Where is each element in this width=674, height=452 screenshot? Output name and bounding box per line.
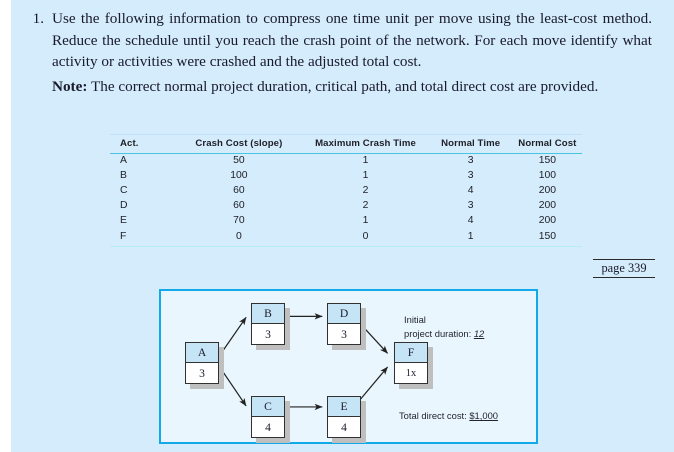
cell-normal-time: 4 — [467, 215, 474, 227]
cell-normal-cost: 200 — [538, 185, 557, 197]
node-duration: 4 — [252, 417, 284, 437]
node-box: C 4 — [251, 396, 285, 438]
th-act: Act. — [110, 134, 176, 154]
annotation-duration-line2: project duration: 12 — [404, 327, 484, 341]
annotation-duration-line1: Initial — [404, 314, 426, 325]
node-box: E 4 — [327, 396, 361, 438]
node-label: A — [186, 343, 218, 363]
cell-act: A — [120, 155, 127, 167]
question-block: 1. Use the following information to comp… — [22, 8, 652, 97]
diagram-node-e: E 4 — [327, 396, 366, 443]
table-head: Act. Crash Cost (slope) Maximum Crash Ti… — [110, 134, 582, 154]
page-marker: page 339 — [593, 259, 655, 278]
cell-max-crash-time: 1 — [362, 215, 369, 227]
node-box: A 3 — [185, 342, 219, 384]
cell-normal-time: 3 — [467, 200, 474, 212]
node-label: F — [395, 343, 427, 363]
annotation-total-direct-cost: Total direct cost: $1,000 — [399, 409, 498, 423]
cell-normal-cost: 200 — [538, 215, 557, 227]
diagram-node-d: D 3 — [327, 303, 366, 350]
diagram-node-a: A 3 — [185, 342, 224, 389]
annotation-cost-label: Total direct cost: — [399, 410, 467, 421]
cell-normal-time: 1 — [428, 229, 513, 248]
node-label: D — [328, 304, 360, 324]
diagram-node-b: B 3 — [251, 303, 290, 350]
th-max-crash-time: Maximum Crash Time — [302, 134, 429, 154]
node-duration: 1x — [395, 363, 427, 383]
cell-max-crash-time: 2 — [362, 185, 369, 197]
cell-max-crash-time: 1 — [362, 170, 369, 182]
cell-crash-cost: 60 — [233, 200, 245, 212]
note-text: The correct normal project duration, cri… — [87, 77, 599, 95]
cell-normal-cost: 200 — [538, 200, 557, 212]
node-box: F 1x — [394, 342, 428, 384]
cell-normal-cost: 150 — [538, 155, 557, 167]
annotation-cost-value: $1,000 — [469, 410, 499, 421]
table-row: D 60 2 3 200 — [110, 199, 582, 214]
node-duration: 4 — [328, 417, 360, 437]
edge-e-f — [358, 366, 389, 402]
th-normal-time: Normal Time — [428, 134, 513, 154]
network-diagram: A 3 B 3 C 4 D 3 — [159, 289, 538, 444]
cell-normal-time: 3 — [467, 170, 474, 182]
cell-max-crash-time: 2 — [362, 200, 369, 212]
table-row: A 50 1 3 150 — [110, 154, 582, 170]
cell-normal-time: 4 — [467, 185, 474, 197]
node-box: B 3 — [251, 303, 285, 345]
cell-act: E — [120, 215, 127, 227]
cell-crash-cost: 60 — [233, 185, 245, 197]
annotation-project-duration: Initial project duration: 12 — [404, 313, 484, 340]
table-header-row: Act. Crash Cost (slope) Maximum Crash Ti… — [110, 134, 582, 154]
cell-act: B — [120, 170, 127, 182]
th-crash-cost: Crash Cost (slope) — [175, 134, 303, 154]
cell-act: F — [110, 229, 176, 248]
question-number: 1. — [32, 10, 44, 27]
annotation-duration-label: project duration: — [404, 327, 472, 339]
cell-crash-cost: 0 — [175, 229, 303, 248]
cell-act: D — [120, 200, 128, 212]
cell-act: C — [120, 185, 128, 197]
note-label: Note: — [52, 77, 88, 95]
question-note: Note: The correct normal project duratio… — [52, 76, 652, 98]
activity-table: Act. Crash Cost (slope) Maximum Crash Ti… — [110, 134, 582, 248]
annotation-duration-value: 12 — [473, 327, 485, 339]
node-label: E — [328, 397, 360, 417]
activity-table-wrapper: Act. Crash Cost (slope) Maximum Crash Ti… — [110, 134, 582, 248]
cell-max-crash-time: 0 — [302, 229, 429, 248]
diagram-node-c: C 4 — [251, 396, 290, 443]
table-row: B 100 1 3 100 — [110, 169, 582, 184]
table-row: F 0 0 1 150 — [110, 229, 582, 248]
node-label: B — [252, 304, 284, 324]
cell-normal-cost: 150 — [512, 229, 582, 248]
node-duration: 3 — [252, 324, 284, 344]
table-row: C 60 2 4 200 — [110, 184, 582, 199]
th-normal-cost: Normal Cost — [512, 134, 582, 154]
cell-normal-time: 3 — [467, 155, 474, 167]
node-box: D 3 — [327, 303, 361, 345]
table-body: A 50 1 3 150 B 100 1 3 100 C 60 2 — [110, 154, 582, 248]
cell-max-crash-time: 1 — [362, 155, 369, 167]
node-duration: 3 — [186, 363, 218, 383]
cell-crash-cost: 100 — [230, 170, 248, 182]
question-paragraph-1: Use the following information to compres… — [52, 10, 652, 71]
diagram-node-f: F 1x — [394, 342, 433, 389]
cell-normal-cost: 100 — [538, 170, 557, 182]
table-row: E 70 1 4 200 — [110, 214, 582, 229]
node-label: C — [252, 397, 284, 417]
cell-crash-cost: 50 — [233, 155, 245, 167]
node-duration: 3 — [328, 324, 360, 344]
cell-crash-cost: 70 — [233, 215, 245, 227]
